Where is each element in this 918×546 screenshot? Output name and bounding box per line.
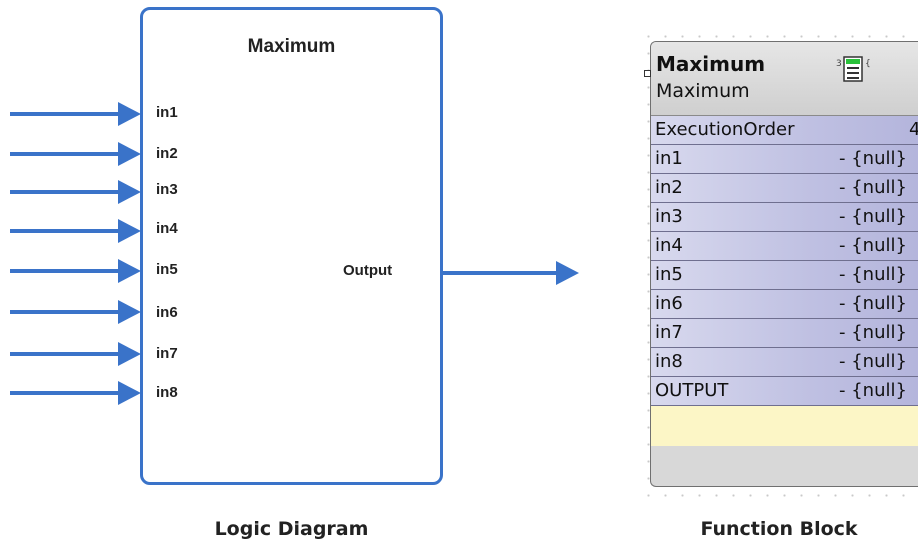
slot-name: OUTPUT: [655, 380, 729, 401]
function-block-caption: Function Block: [700, 518, 858, 540]
slot-value: - {null}: [839, 148, 907, 169]
maximum-logic-block: [140, 7, 443, 485]
svg-text:3: 3: [836, 59, 842, 69]
slot-value: - {null}: [839, 322, 907, 343]
slot-row-in4[interactable]: in4 - {null}: [651, 232, 918, 261]
slot-value: 4: [909, 119, 918, 140]
slot-value: - {null}: [839, 235, 907, 256]
input-label-in3: in3: [156, 181, 178, 198]
maximum-function-block[interactable]: Maximum Maximum 3 { ExecutionOrder 4 in1…: [650, 41, 918, 487]
function-block-title: Maximum: [656, 52, 766, 76]
slot-name: in5: [655, 264, 683, 285]
slot-name: in8: [655, 351, 683, 372]
input-arrowhead-in7: [118, 342, 141, 366]
input-label-in1: in1: [156, 104, 178, 121]
function-block-footer: [651, 406, 918, 446]
slot-value: - {null}: [839, 206, 907, 227]
input-arrowhead-in3: [118, 180, 141, 204]
input-label-in5: in5: [156, 261, 178, 278]
svg-text:{: {: [865, 59, 871, 69]
logic-block-title: Maximum: [247, 36, 336, 57]
output-label: Output: [343, 262, 393, 279]
slot-value: - {null}: [839, 264, 907, 285]
input-arrowhead-in4: [118, 219, 141, 243]
slot-row-output[interactable]: OUTPUT - {null}: [651, 377, 918, 406]
slot-name: ExecutionOrder: [655, 119, 795, 140]
slot-name: in2: [655, 177, 683, 198]
input-label-in8: in8: [156, 384, 178, 401]
slot-value: - {null}: [839, 177, 907, 198]
slot-name: in7: [655, 322, 683, 343]
slot-row-in6[interactable]: in6 - {null}: [651, 290, 918, 319]
function-block-type: Maximum: [656, 80, 750, 102]
input-arrowhead-in8: [118, 381, 141, 405]
input-arrowhead-in2: [118, 142, 141, 166]
input-label-in4: in4: [156, 220, 178, 237]
slot-value: - {null}: [839, 351, 907, 372]
link-connector-handle[interactable]: [644, 70, 651, 77]
slot-row-in7[interactable]: in7 - {null}: [651, 319, 918, 348]
function-block-header[interactable]: Maximum Maximum 3 {: [651, 42, 918, 116]
logic-diagram-caption: Logic Diagram: [214, 518, 369, 540]
input-label-in2: in2: [156, 145, 178, 162]
slot-row-in8[interactable]: in8 - {null}: [651, 348, 918, 377]
slot-row-in3[interactable]: in3 - {null}: [651, 203, 918, 232]
input-arrowhead-in6: [118, 300, 141, 324]
input-label-in7: in7: [156, 345, 178, 362]
slot-name: in1: [655, 148, 683, 169]
slot-name: in3: [655, 206, 683, 227]
slot-row-in1[interactable]: in1 - {null}: [651, 145, 918, 174]
slot-name: in4: [655, 235, 683, 256]
slot-row-executionorder[interactable]: ExecutionOrder 4: [651, 116, 918, 145]
input-arrowhead-in5: [118, 259, 141, 283]
input-arrowhead-in1: [118, 102, 141, 126]
slot-row-in5[interactable]: in5 - {null}: [651, 261, 918, 290]
output-arrowhead: [556, 261, 579, 285]
function-block-icon: 3 {: [836, 56, 871, 82]
input-label-in6: in6: [156, 304, 178, 321]
slot-value: - {null}: [839, 380, 907, 401]
slot-value: - {null}: [839, 293, 907, 314]
slot-row-in2[interactable]: in2 - {null}: [651, 174, 918, 203]
slot-name: in6: [655, 293, 683, 314]
